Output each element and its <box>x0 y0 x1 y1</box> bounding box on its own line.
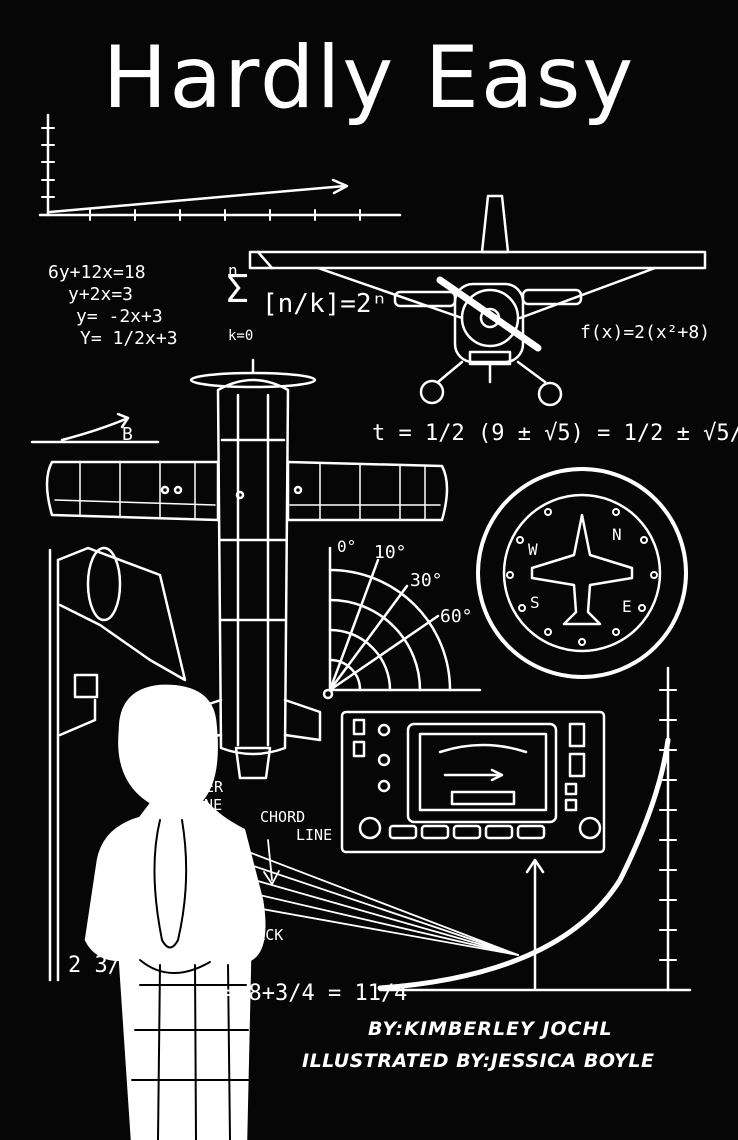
book-title: Hardly Easy <box>102 28 636 128</box>
instrument-panel-icon <box>340 710 606 854</box>
angle-label-10: 10° <box>374 542 407 563</box>
equation-line-3: y= -2x+3 <box>76 306 163 327</box>
illustrator-credit: Illustrated By:Jessica Boyle <box>302 1050 655 1072</box>
sum-expression: [n/k]=2ⁿ <box>262 289 387 319</box>
label-b: B <box>122 424 133 445</box>
chord-label: CHORD <box>260 808 305 826</box>
compass-letter-e: E <box>622 597 632 616</box>
equation-line-1: 6y+12x=18 <box>48 262 146 283</box>
exponential-graph-icon <box>377 666 692 992</box>
sum-upper-limit: n <box>228 261 238 280</box>
angle-label-0: 0° <box>337 537 356 556</box>
windsock-icon <box>48 546 187 982</box>
compass-letter-w: W <box>528 540 538 559</box>
function-equation: f(x)=2(x²+8) <box>580 322 710 343</box>
sum-lower-limit: k=0 <box>228 328 253 344</box>
angle-label-60: 60° <box>440 606 473 627</box>
chord-line-label: LINE <box>296 826 332 844</box>
quadratic-solution: t = 1/2 (9 ± √5) = 1/2 ± √5/2 <box>372 421 738 446</box>
student-figure-icon <box>84 684 266 1140</box>
compass-letter-n: N <box>612 525 622 544</box>
author-credit: By:Kimberley Jochl <box>368 1018 613 1040</box>
compass-letter-s: S <box>530 593 540 612</box>
curve-arrow-icon <box>30 412 160 444</box>
camber-label: BER <box>196 778 224 796</box>
camber-line-label: LINE <box>186 796 222 814</box>
equation-line-4: Y= 1/2x+3 <box>80 328 178 349</box>
front-view-airplane-icon <box>248 194 707 407</box>
mixed-number: 2 3/4 <box>68 953 134 978</box>
axes-graph-icon <box>38 113 402 221</box>
equation-line-2: y+2x=3 <box>68 284 133 305</box>
compass-icon <box>476 467 688 679</box>
angle-diagram-icon <box>322 546 482 700</box>
attack-angle-label: OF ATTACK <box>202 926 283 944</box>
fraction-equation: = 8+3/4 = 11/4 <box>222 981 407 1006</box>
angle-label-30: 30° <box>410 570 443 591</box>
sigma-symbol: Σ <box>226 267 249 311</box>
